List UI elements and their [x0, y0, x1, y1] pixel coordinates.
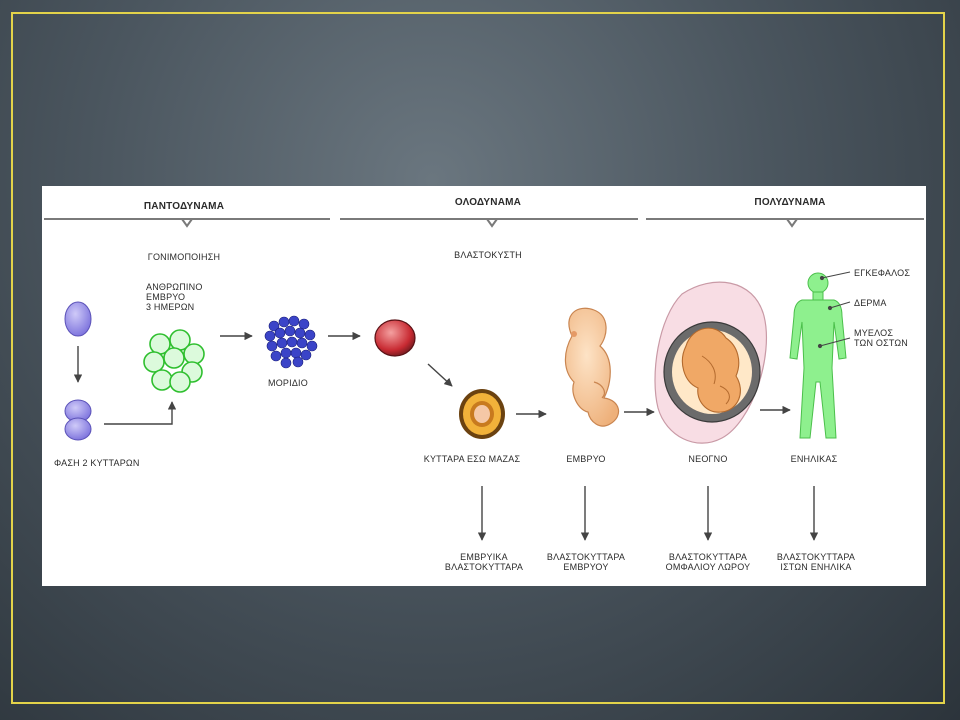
inner-cell-mass	[459, 389, 505, 439]
label-embryo-3-days: ΑΝΘΡΩΠΙΝΟ ΕΜΒΡΥΟ 3 ΗΜΕΡΩΝ	[146, 282, 203, 312]
newborn-womb-illustration	[654, 281, 768, 444]
label-blastokysti: ΒΛΑΣΤΟΚΥΣΤΗ	[454, 250, 522, 260]
label-adult: ΕΝΗΛΙΚΑΣ	[790, 454, 838, 464]
header-pantodynama: ΠΑΝΤΟΔΥΝΑΜΑ	[143, 201, 225, 212]
label-morido: ΜΟΡΙΔΙΟ	[268, 378, 308, 388]
stem-cell-diagram: ΠΑΝΤΟΔΥΝΑΜΑ ΟΛΟΔΥΝΑΜΑ ΠΟΛΥΔΥΝΑΜΑ ΓΟΝΙΜΟΠ…	[42, 186, 926, 586]
header-polydynama: ΠΟΛΥΔΥΝΑΜΑ	[754, 197, 826, 208]
outcome-arrows	[477, 486, 819, 541]
fetus-illustration	[564, 307, 620, 427]
label-gonimopoiisi: ΓΟΝΙΜΟΠΟΙΗΣΗ	[147, 252, 221, 262]
diagram-artwork	[44, 218, 924, 541]
outcome-fetal-stem: ΒΛΑΣΤΟΚΥΤΤΑΡΑ ΕΜΒΡΥΟΥ	[546, 552, 626, 572]
zygote-cell	[64, 301, 92, 337]
outcome-cord-stem: ΒΛΑΣΤΟΚΥΤΤΑΡΑ ΟΜΦΑΛΙΟΥ ΛΩΡΟΥ	[665, 552, 751, 572]
label-skin: ΔΕΡΜΑ	[854, 298, 887, 308]
morula-cluster	[264, 315, 318, 369]
label-brain: ΕΓΚΕΦΑΛΟΣ	[854, 268, 911, 278]
embryo-3-days-cluster	[143, 329, 205, 393]
slide-frame	[11, 12, 945, 704]
label-phase-2-cells: ΦΑΣΗ 2 ΚΥΤΤΑΡΩΝ	[54, 458, 140, 468]
outcome-adult-stem: ΒΛΑΣΤΟΚΥΤΤΑΡΑ ΙΣΤΩΝ ΕΝΗΛΙΚΑ	[776, 552, 856, 572]
label-bone-marrow: ΜΥΕΛΟΣ ΤΩΝ ΟΣΤΩΝ	[854, 328, 908, 348]
label-embryo: ΕΜΒΡΥΟ	[566, 454, 606, 464]
label-newborn: ΝΕΟΓΝΟ	[688, 454, 728, 464]
adult-body-illustration	[789, 272, 847, 439]
two-cell-embryo	[64, 399, 92, 441]
body-label-leaders	[817, 271, 851, 349]
header-bracket-lines	[44, 218, 924, 228]
blastocyst-cell	[374, 319, 416, 357]
header-olodynama: ΟΛΟΔΥΝΑΜΑ	[454, 197, 522, 208]
label-inner-mass-cells: ΚΥΤΤΑΡΑ ΕΣΩ ΜΑΖΑΣ	[423, 454, 521, 464]
outcome-embryonic-stem: ΕΜΒΡΥΙΚΑ ΒΛΑΣΤΟΚΥΤΤΑΡΑ	[444, 552, 524, 572]
